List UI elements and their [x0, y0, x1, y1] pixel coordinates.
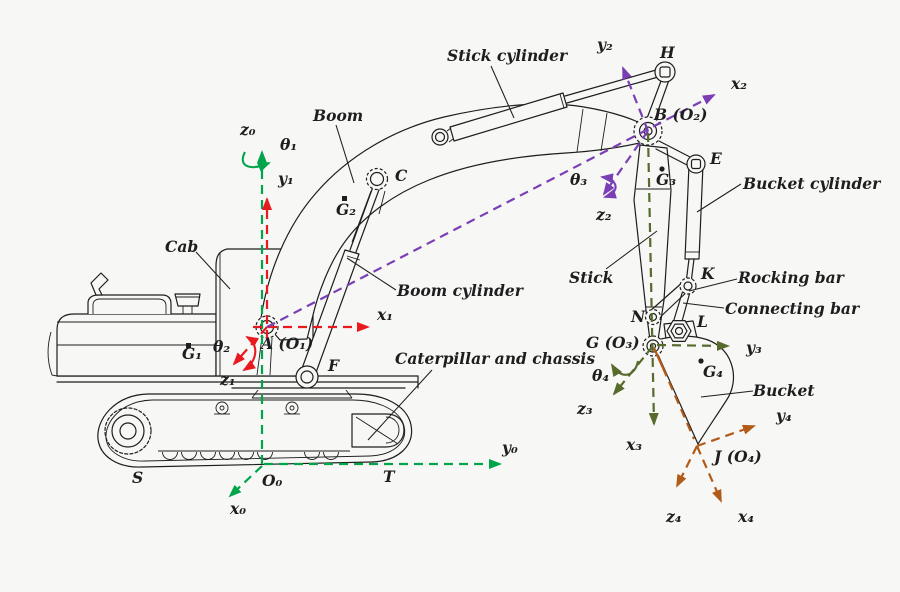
label-point-b-o2: B (O₂)	[653, 105, 707, 124]
label-y3-axis: y₃	[745, 338, 762, 357]
label-point-h: H	[659, 43, 676, 62]
label-point-c: C	[395, 166, 408, 185]
deck-plates	[56, 375, 419, 389]
label-y4-axis: y₄	[775, 406, 792, 425]
label-cog-g3: G₃	[656, 170, 676, 189]
x0-arrow	[228, 465, 263, 498]
label-bucket: Bucket	[752, 381, 815, 400]
label-boom-cylinder: Boom cylinder	[396, 281, 525, 300]
label-stick: Stick	[569, 268, 614, 287]
rocking-bar-link	[648, 280, 691, 322]
label-point-j-o4: J (O₄)	[711, 447, 762, 466]
cog-g4-marker	[698, 358, 704, 364]
exhaust-stack	[90, 272, 109, 296]
label-y1-axis: y₁	[277, 169, 294, 188]
frame2-axes	[266, 66, 716, 328]
label-connecting-bar: Connecting bar	[725, 299, 861, 318]
label-cog-g4: G₄	[703, 362, 723, 381]
label-z4-axis: z₄	[665, 507, 682, 526]
label-point-g-o3: G (O₃)	[586, 333, 640, 352]
frame3-axes	[610, 132, 730, 426]
joint-d	[431, 128, 449, 146]
label-point-e: E	[709, 149, 722, 168]
joint-c	[365, 167, 389, 191]
label-point-t: T	[383, 467, 396, 486]
joint-n	[644, 308, 662, 326]
joint-f	[295, 365, 319, 389]
label-boom: Boom	[312, 106, 363, 125]
label-z1-axis: z₁	[219, 370, 236, 389]
x2-arrow-through-ab	[266, 94, 716, 328]
label-y0-axis: y₀	[501, 438, 518, 457]
label-point-l: L	[696, 312, 708, 331]
cog-g1-marker	[186, 343, 191, 348]
label-y2-axis: y₂	[596, 35, 613, 54]
e-bracket	[655, 140, 691, 166]
label-z2-axis: z₂	[595, 205, 612, 224]
bucket-body	[654, 320, 735, 445]
label-point-a-o1: A (O₁)	[259, 334, 313, 353]
label-theta1: θ₁	[280, 135, 297, 154]
top-rollers	[214, 401, 300, 415]
leader-lines	[195, 65, 754, 441]
stick-cylinder-assembly	[446, 67, 670, 143]
label-theta3: θ₃	[570, 170, 587, 189]
cog-markers	[186, 166, 704, 364]
air-filter-box	[174, 293, 201, 314]
label-z3-axis: z₃	[576, 399, 593, 418]
caterpillar-track	[97, 389, 413, 468]
y3-arrow	[656, 340, 730, 351]
gj-link-dashed	[661, 367, 696, 440]
connecting-bar-link	[672, 289, 691, 326]
cog-g2-marker	[342, 196, 347, 201]
cog-g3-marker	[659, 166, 665, 172]
label-z0-axis: z₀	[239, 120, 256, 139]
gj-link-solid	[652, 347, 665, 369]
label-x0-axis: x₀	[229, 499, 246, 518]
label-x4-axis: x₄	[737, 507, 754, 526]
labels-layer: Stick cylinder y₂ Hx₂ B (O₂) E Bucket cylinde…	[132, 35, 882, 526]
frame4-axes	[652, 347, 756, 503]
theta4-arc	[610, 360, 640, 378]
y2-arrow	[621, 66, 650, 132]
y4-arrow	[696, 424, 756, 448]
bottom-rollers	[162, 451, 339, 460]
label-point-n: N	[630, 307, 646, 326]
label-caterpillar-chassis: Caterpillar and chassis	[395, 349, 595, 368]
label-bucket-cylinder: Bucket cylinder	[742, 174, 882, 193]
label-cog-g2: G₂	[336, 200, 356, 219]
h-link	[645, 79, 670, 126]
chassis-mount	[251, 389, 353, 399]
label-stick-cylinder: Stick cylinder	[447, 46, 569, 65]
frame1-axes	[232, 197, 370, 372]
label-cab: Cab	[165, 237, 198, 256]
label-x1-axis: x₁	[376, 305, 393, 324]
x3-arrow-through-bg	[646, 132, 659, 426]
joint-l	[666, 320, 692, 342]
engine-housing	[47, 272, 217, 377]
x4-arrow	[695, 445, 723, 503]
label-theta4: θ₄	[592, 366, 609, 385]
label-point-k: K	[700, 264, 715, 283]
label-point-o0: O₀	[262, 471, 283, 490]
drive-sprocket	[104, 407, 152, 455]
label-x2-axis: x₂	[730, 74, 747, 93]
theta2-arc	[242, 335, 260, 372]
upper-structure	[47, 248, 419, 389]
label-rocking-bar: Rocking bar	[737, 268, 846, 287]
label-x3-axis: x₃	[625, 435, 642, 454]
theta3-arc	[600, 173, 617, 199]
label-theta2: θ₂	[213, 337, 230, 356]
joint-h	[654, 61, 676, 83]
z4-arrow	[676, 445, 698, 488]
label-cog-g1: G₁	[182, 344, 202, 363]
label-point-f: F	[327, 356, 340, 375]
joint-k	[679, 277, 697, 295]
theta1-arc	[241, 151, 271, 172]
label-point-s: S	[132, 468, 143, 487]
z1-arrow	[232, 326, 268, 366]
joint-e	[686, 154, 706, 174]
